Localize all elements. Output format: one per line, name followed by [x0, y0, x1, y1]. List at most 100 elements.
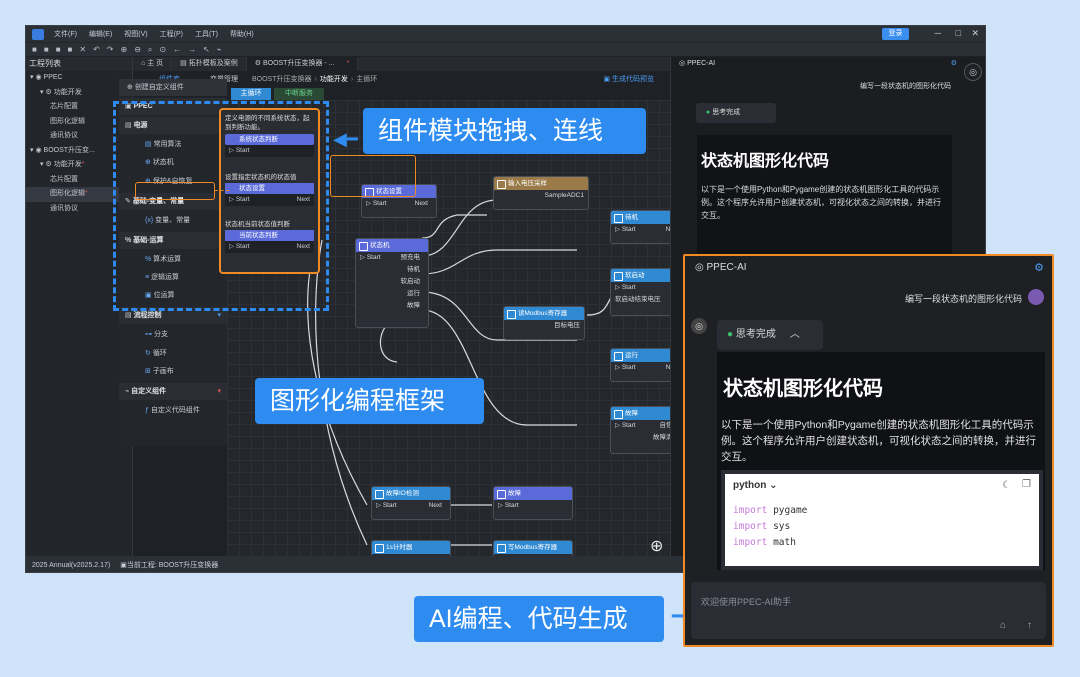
ai-user-message: 编写一段状态机的图形化代码 — [904, 294, 1022, 304]
settings-icon[interactable]: ⚙ — [950, 60, 957, 67]
login-button[interactable]: 登录 — [882, 28, 909, 40]
tab-boost-project[interactable]: ⚙ BOOST升压变换器 - ... * — [246, 57, 359, 71]
palette-item[interactable]: ƒ 自定义代码组件 — [119, 402, 227, 419]
palette-item[interactable]: % 算术运算 — [119, 251, 227, 268]
tree-item[interactable]: 通讯协议 — [26, 129, 132, 144]
breadcrumb-mainloop[interactable]: 主循环 — [356, 76, 378, 83]
port-start: Start — [621, 422, 636, 429]
pointer-icon[interactable]: ↖ — [203, 45, 210, 54]
tree-item[interactable]: ▾ ◉ PPEC — [26, 71, 132, 86]
tree-item-label: 功能开发 — [53, 88, 82, 96]
undo-icon[interactable]: ↶ — [93, 45, 100, 54]
chevron-up-icon[interactable]: ︿ — [789, 329, 800, 340]
tree-item[interactable]: 图形化逻辑 — [26, 115, 132, 130]
palette-item[interactable]: % 基础-运算 — [119, 232, 227, 249]
canvas-tab-interrupt[interactable]: 中断服务 — [274, 88, 324, 100]
chat-input-box[interactable]: 欢迎使用PPEC-AI助手 ⌂ ↑ — [691, 582, 1046, 639]
ai-user-message: 编写一段状态机的图形化代码 — [860, 83, 951, 90]
palette-item[interactable]: {x} 变量、常量 — [119, 212, 227, 229]
menu-tools[interactable]: 工具(T) — [194, 31, 218, 38]
search-icon[interactable]: ⌕ — [147, 44, 153, 54]
code-lang-select[interactable]: python ⌄ — [733, 480, 1031, 491]
node-input-voltage[interactable]: 输入电压采样 SampleADC1 — [493, 176, 589, 210]
copy-icon[interactable]: ❐ — [1022, 479, 1031, 490]
tree-item[interactable]: ▾ ⚙ 功能开发* — [26, 158, 132, 173]
close-icon[interactable]: ✕ — [971, 28, 979, 38]
chevron-down-icon[interactable]: ▾ — [30, 146, 36, 154]
minimize-icon[interactable]: ─ — [934, 28, 941, 38]
menu-file[interactable]: 文件(F) — [54, 31, 77, 38]
maximize-icon[interactable]: □ — [955, 28, 961, 38]
port-next: Next — [296, 196, 310, 203]
menu-edit[interactable]: 编辑(E) — [88, 31, 113, 38]
theme-toggle-icon[interactable]: ☾ — [1002, 480, 1011, 491]
breadcrumb-sep-icon: › — [314, 75, 317, 83]
zoom-in-icon[interactable]: ⊕ — [120, 45, 128, 54]
target-icon[interactable]: ⊙ — [159, 45, 167, 54]
palette-item[interactable]: ⌁ 自定义组件▾ — [119, 383, 227, 400]
tree-item[interactable]: 芯片配置 — [26, 173, 132, 188]
think-status[interactable]: ● 思考完成 — [696, 103, 776, 123]
redo-icon[interactable]: ↷ — [106, 45, 114, 54]
chat-input-placeholder: 欢迎使用PPEC-AI助手 — [701, 597, 792, 607]
palette-item-label: 变量、常量 — [155, 217, 191, 224]
delete-icon[interactable]: ✕ — [79, 45, 87, 54]
new-file-icon[interactable]: ■ — [32, 45, 37, 54]
menu-view[interactable]: 视图(V) — [124, 31, 148, 38]
attach-icon[interactable]: ⌂ — [999, 620, 1006, 631]
back-icon[interactable]: ← — [173, 45, 182, 54]
palette-item[interactable]: ▤ 常用算法 — [119, 136, 227, 153]
palette-item[interactable]: ▤ 电源 — [119, 117, 227, 134]
send-icon[interactable]: ↑ — [1027, 620, 1032, 631]
breadcrumb-feature[interactable]: 功能开发 — [319, 76, 348, 83]
save-all-icon[interactable]: ■ — [67, 45, 73, 54]
tab-home[interactable]: ⌂ 主 页 — [133, 57, 173, 71]
breadcrumb-project[interactable]: BOOST升压变换器 — [252, 76, 312, 83]
chevron-down-icon[interactable]: ▾ — [40, 88, 46, 96]
link-icon[interactable]: ⌁ — [216, 45, 222, 54]
preview-node-1-header: 系统状态判断 — [225, 134, 314, 145]
palette-item[interactable]: ▣ 位运算 — [119, 287, 227, 304]
app-logo-icon — [32, 28, 44, 40]
tree-item-label: 芯片配置 — [50, 175, 78, 183]
ai-assistant-icon[interactable]: ◎ — [964, 63, 982, 81]
open-folder-icon[interactable]: ■ — [43, 45, 49, 54]
palette-item[interactable]: ⊕ 创建自定义组件 — [119, 79, 227, 96]
forward-icon[interactable]: → — [188, 45, 197, 54]
palette-item[interactable]: ⊞ 子画布 — [119, 363, 227, 380]
generate-code-preview-button[interactable]: ▣ 生成代码预览 — [603, 74, 654, 84]
settings-icon[interactable]: ⚙ — [1034, 262, 1044, 274]
tree-item[interactable]: 通讯协议 — [26, 202, 132, 217]
tree-item[interactable]: ▾ ⚙ 功能开发 — [26, 86, 132, 101]
tab-templates[interactable]: ▤ 拓扑模板及案例 — [172, 57, 247, 71]
tree-item[interactable]: 图形化逻辑* — [26, 187, 132, 202]
chevron-down-icon[interactable]: ▾ — [217, 312, 221, 319]
menu-help[interactable]: 帮助(H) — [229, 31, 254, 38]
palette-item[interactable]: ↻ 循环 — [119, 345, 227, 362]
think-status[interactable]: ● 思考完成︿ — [717, 320, 823, 350]
chevron-down-icon[interactable]: ▾ — [30, 74, 36, 81]
palette-item[interactable]: ⊶ 分支 — [119, 326, 227, 343]
node-read-modbus[interactable]: 读Modbus寄存器 目标电压 — [503, 306, 585, 340]
chevron-down-icon[interactable]: ▾ — [40, 161, 46, 168]
canvas-tab-mainloop[interactable]: 主循环 — [231, 88, 271, 100]
node-fault-out[interactable]: 故障 ▷ Start — [493, 486, 573, 520]
palette-item[interactable]: ▤ 流程控制▾ — [119, 307, 227, 324]
tree-item[interactable]: ▾ ◉ BOOST升压变... — [26, 144, 132, 159]
crosshair-icon[interactable]: ⊕ — [650, 538, 664, 555]
preview-node-1[interactable]: 系统状态判断 ▷ Start — [225, 134, 314, 157]
menu-project[interactable]: 工程(P) — [159, 31, 183, 38]
chevron-down-icon[interactable]: ▾ — [217, 388, 221, 395]
zoom-out-icon[interactable]: ⊖ — [134, 45, 141, 54]
palette-item[interactable]: ⊕ 保护&自恢复 — [119, 173, 227, 190]
tree-item[interactable]: 芯片配置 — [26, 100, 132, 115]
save-icon[interactable]: ■ — [55, 45, 61, 54]
palette-item[interactable]: ≡ 逻辑运算 — [119, 269, 227, 286]
palette-item[interactable]: ✎ 基础-变量、常量 — [119, 193, 227, 210]
palette-item[interactable]: ⊕ 状态机 — [119, 154, 227, 171]
